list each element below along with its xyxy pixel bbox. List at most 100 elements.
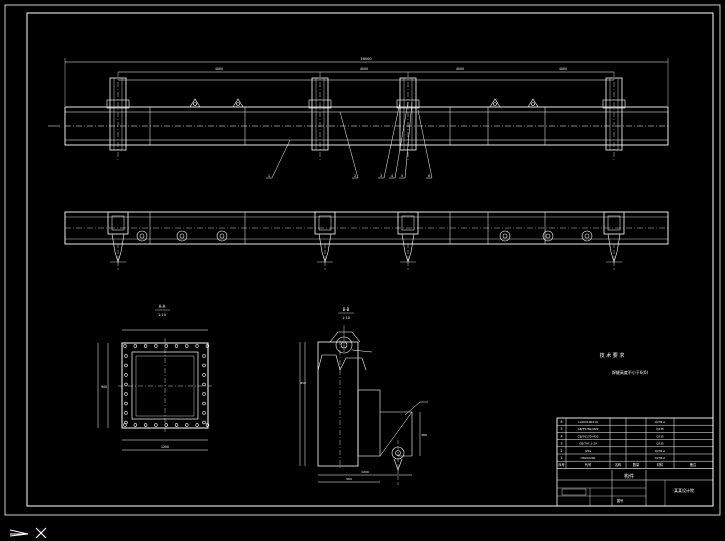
parts-header-label: 数量: [633, 462, 640, 467]
bay-dim-text: 4000: [215, 67, 223, 71]
drawing-frame: [4, 4, 721, 516]
section-a-bolt: [133, 423, 138, 427]
hanger-hole: [193, 102, 197, 106]
callout-number: 2: [354, 174, 356, 178]
hanger-hole: [236, 102, 240, 106]
section-b-stiffener: [357, 389, 381, 457]
plan-bolt-ring: [542, 230, 554, 242]
parts-header-label: 序号: [558, 462, 564, 467]
section-a-bolt: [124, 401, 128, 406]
section-b-scale: 1:10: [342, 316, 350, 320]
callout-number: 1: [268, 174, 270, 178]
section-a-bolt: [205, 344, 210, 348]
section-b-flange: [339, 357, 367, 371]
section-a-bolt: [205, 423, 210, 427]
callout-number: 3: [380, 174, 382, 178]
section-a-bolt: [143, 423, 148, 427]
section-a-bolt: [195, 423, 199, 427]
parts-header-label: 材料: [657, 462, 664, 467]
parts-header-label: 名称: [615, 462, 622, 467]
part-material: Q235: [656, 427, 664, 431]
plan-bolt: [502, 233, 508, 239]
part-code: H400X200: [581, 456, 596, 460]
part-no: 4: [560, 434, 562, 438]
plan-bolt-ring: [176, 230, 188, 242]
plan-column-inner: [111, 215, 125, 231]
section-b-flange: [317, 354, 341, 371]
overall-dim-text: 16000: [360, 57, 371, 61]
part-material: Q235-A: [655, 456, 665, 460]
title-stamp: [561, 488, 587, 496]
section-a-bolt: [174, 423, 179, 427]
part-code: L100X100X10: [578, 420, 598, 424]
parts-header-label: 备注: [690, 462, 697, 467]
section-b-dim-text: 500: [346, 477, 352, 481]
section-a-bolt: [202, 420, 206, 425]
plan-bolt: [179, 233, 185, 239]
callout-number: 4: [391, 174, 393, 178]
leader-line: [394, 101, 409, 179]
leader-line: [383, 101, 401, 179]
section-a-height-text: 900: [101, 385, 107, 389]
section-a-bolt: [195, 344, 199, 348]
column-cap: [396, 99, 420, 109]
part-no: 1: [560, 456, 562, 460]
section-b-title: B-B: [343, 307, 350, 312]
hanger-triangle: [189, 98, 201, 108]
section-b-bracket: [380, 411, 413, 457]
section-a-bolt: [124, 382, 128, 387]
callout-number: 6: [428, 174, 430, 178]
outer-border: [4, 4, 721, 516]
part-material: Q235-A: [655, 449, 665, 453]
part-code: GB/T6170-M20: [578, 434, 599, 438]
column-cap: [308, 99, 332, 109]
inner-border: [26, 12, 714, 507]
section-a-bolt: [124, 411, 128, 415]
section-a-width-text: 1200: [161, 445, 169, 449]
part-material: Q235-A: [655, 420, 665, 424]
part-material: Q235: [656, 442, 664, 446]
leader-line: [339, 111, 359, 179]
plan-column: [107, 211, 129, 235]
section-b-cap: [329, 331, 361, 343]
plan-bolt: [545, 233, 551, 239]
section-b-dim-text: 950: [300, 381, 306, 385]
section-a-bolt: [202, 373, 206, 377]
part-material: Q235: [656, 434, 664, 438]
section-a-bolt: [164, 344, 168, 348]
hanger-triangle: [232, 98, 244, 108]
section-a-a: A-A 1:10 1200 900: [97, 304, 212, 451]
parts-header-label: 代号: [585, 462, 591, 467]
bay-dim-text: 4000: [360, 67, 368, 71]
part-code: GB/T97.1-20: [579, 442, 597, 446]
notes-title: 技 术 要 求: [600, 352, 625, 359]
section-a-bolt: [124, 420, 128, 425]
section-a-scale: 1:10: [158, 313, 166, 317]
section-a-bolt: [202, 354, 206, 358]
section-a-bolt: [185, 344, 189, 348]
notes-line: 焊缝高度不小于6(6): [612, 369, 649, 375]
section-b-leader: [351, 349, 373, 353]
hanger-triangle: [489, 98, 501, 108]
section-a-bolt: [154, 423, 158, 427]
plan-column: [397, 211, 419, 235]
part-code: GB/T5780-M20: [578, 427, 599, 431]
section-b-brace: [379, 411, 413, 457]
plan-column-inner: [607, 215, 621, 231]
plan-column: [314, 211, 336, 235]
section-a-title: A-A: [159, 304, 166, 309]
plan-bolt-ring: [581, 230, 593, 242]
title-name: 构件: [624, 473, 634, 480]
section-a-bolt: [202, 401, 206, 406]
section-a-bolt: [174, 344, 179, 348]
leader-line: [271, 139, 291, 179]
leader-line: [417, 109, 433, 179]
section-a-bolt: [124, 363, 128, 368]
title-company: 某某设计院: [674, 487, 694, 493]
ucs-icon: [9, 527, 47, 538]
hanger-hole: [493, 102, 497, 106]
